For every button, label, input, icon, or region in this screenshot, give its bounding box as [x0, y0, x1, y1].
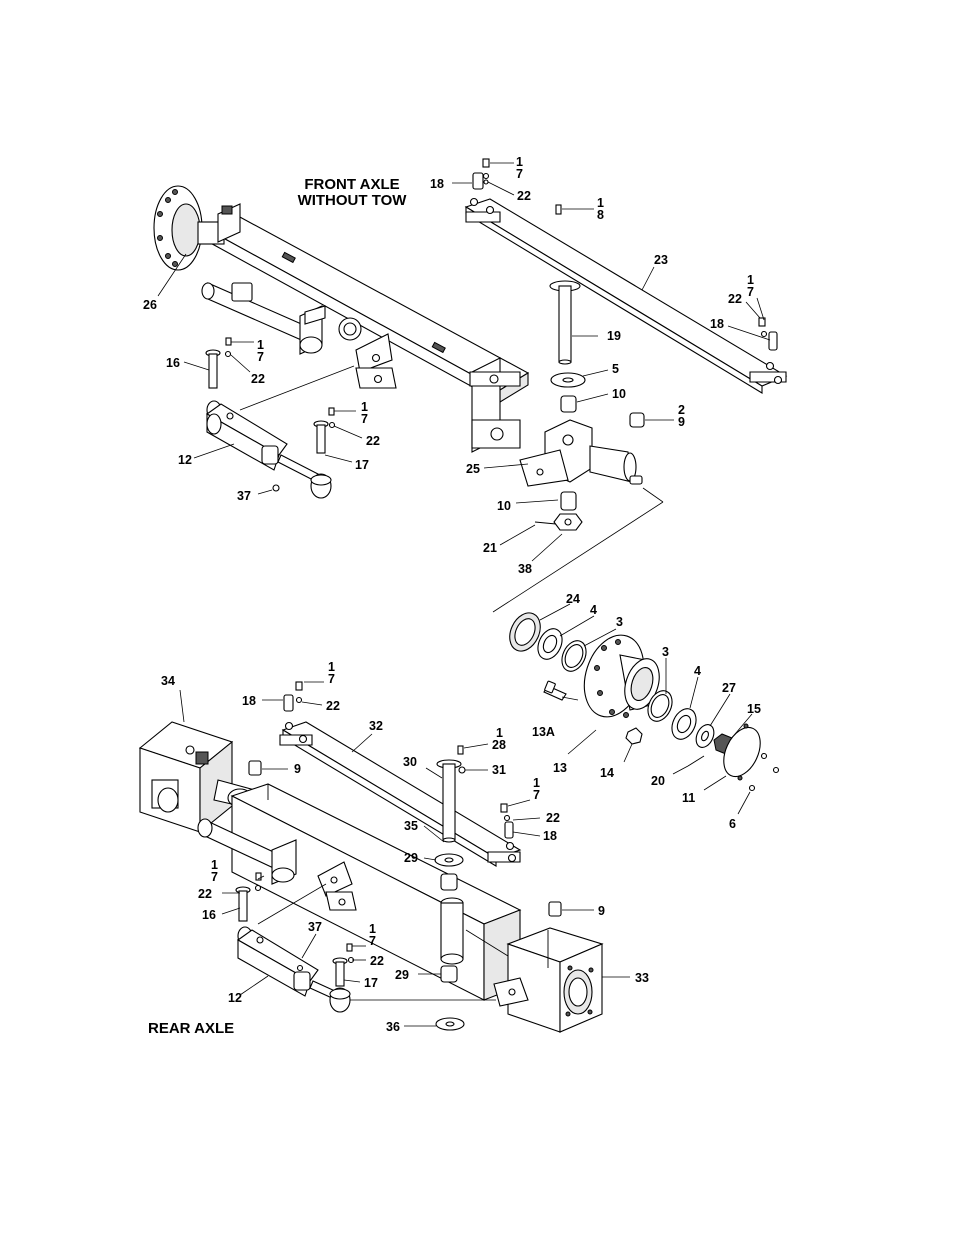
front-axle-hub-flange: [154, 186, 240, 270]
callout-23: 23: [654, 253, 668, 267]
callout-22: 22: [728, 292, 742, 306]
callout-4: 4: [694, 664, 701, 678]
callout-3: 3: [662, 645, 669, 659]
callout-7: 7: [516, 167, 523, 181]
callout-33: 33: [635, 971, 649, 985]
callout-18: 18: [430, 177, 444, 191]
rear-axle-title: REAR AXLE: [148, 1020, 234, 1037]
callout-9: 9: [598, 904, 605, 918]
callout-25: 25: [466, 462, 480, 476]
callout-14: 14: [600, 766, 614, 780]
callout-3: 3: [616, 615, 623, 629]
callout-19: 19: [607, 329, 621, 343]
front-tie-rod-hardware-right: [759, 318, 777, 350]
callout-7: 7: [533, 788, 540, 802]
callout-30: 30: [403, 755, 417, 769]
rear-spindle-housing: [494, 928, 602, 1032]
rear-bushing-upper: [441, 874, 457, 890]
assembly-line: [643, 488, 663, 502]
callout-22: 22: [370, 954, 384, 968]
callout-36: 36: [386, 1020, 400, 1034]
callout-22: 22: [366, 434, 380, 448]
cotter-pin-and-nut: [535, 514, 582, 530]
rear-pivot-tube: [441, 898, 463, 964]
front-steering-cylinder: [207, 401, 331, 498]
callout-26: 26: [143, 298, 157, 312]
rear-washer-36: [436, 1018, 464, 1030]
callout-37: 37: [308, 920, 322, 934]
callout-18: 18: [710, 317, 724, 331]
callout-29: 29: [404, 851, 418, 865]
front-tie-rod-hardware-left: [473, 159, 489, 189]
bushing-lower: [561, 492, 576, 510]
callout-32: 32: [369, 719, 383, 733]
callout-28: 28: [492, 738, 506, 752]
callout-22: 22: [517, 189, 531, 203]
callout-22: 22: [198, 887, 212, 901]
callout-22: 22: [251, 372, 265, 386]
callout-7: 7: [361, 412, 368, 426]
spindle: [520, 420, 642, 486]
rear-steering-cylinder: [238, 927, 350, 1012]
callout-38: 38: [518, 562, 532, 576]
front-pin-16: [206, 338, 231, 388]
callout-11: 11: [682, 791, 695, 805]
callout-31: 31: [492, 763, 506, 777]
callout-22: 22: [326, 699, 340, 713]
grease-fitting: [273, 485, 279, 491]
callout-7: 7: [747, 285, 754, 299]
callout-12: 12: [228, 991, 242, 1005]
callout-5: 5: [612, 362, 619, 376]
callout-10: 10: [612, 387, 626, 401]
callout-27: 27: [722, 681, 736, 695]
front-pin-17: [314, 408, 335, 453]
king-pin: [550, 205, 580, 364]
callout-6: 6: [729, 817, 736, 831]
callout-9: 9: [294, 762, 301, 776]
bearing-cone-outer: [667, 705, 700, 743]
callout-29: 29: [395, 968, 409, 982]
callout-9: 9: [678, 415, 685, 429]
callout-17: 17: [355, 458, 369, 472]
rear-pin-17: [333, 944, 354, 986]
callout-17: 17: [364, 976, 378, 990]
thrust-washer: [551, 373, 585, 387]
rear-tie-rod-hardware-left: [284, 682, 302, 711]
bushing-side: [630, 413, 644, 427]
callout-10: 10: [497, 499, 511, 513]
callout-22: 22: [546, 811, 560, 825]
callout-16: 16: [202, 908, 216, 922]
callout-4: 4: [590, 603, 597, 617]
front-axle-hanger-bracket: [470, 358, 520, 452]
callout-7: 7: [211, 870, 218, 884]
front-axle-title-line1: FRONT AXLE: [304, 176, 399, 193]
callout-7: 7: [369, 934, 376, 948]
callout-7: 7: [328, 672, 335, 686]
spindle-washer: [693, 722, 718, 751]
lug-nut: [626, 728, 642, 744]
callout-18: 18: [543, 829, 557, 843]
callout-34: 34: [161, 674, 175, 688]
callout-21: 21: [483, 541, 497, 555]
bushing-upper: [561, 396, 576, 412]
rear-tie-rod-hardware-right: [501, 804, 513, 838]
front-axle-title-line2: WITHOUT TOW: [298, 192, 408, 209]
rear-thrust-washer: [435, 854, 463, 866]
hub-cotter-pin: [688, 756, 704, 766]
callout-15: 15: [747, 702, 761, 716]
callout-12: 12: [178, 453, 192, 467]
callout-24: 24: [566, 592, 580, 606]
callout-35: 35: [404, 819, 418, 833]
callout-20: 20: [651, 774, 665, 788]
callout-37: 37: [237, 489, 251, 503]
rear-bushing-lower: [441, 966, 457, 982]
callout-8: 8: [597, 208, 604, 222]
callout-13: 13: [553, 761, 567, 775]
callout-18: 18: [242, 694, 256, 708]
callout-13a: 13A: [532, 725, 555, 739]
callout-7: 7: [257, 350, 264, 364]
callout-16: 16: [166, 356, 180, 370]
